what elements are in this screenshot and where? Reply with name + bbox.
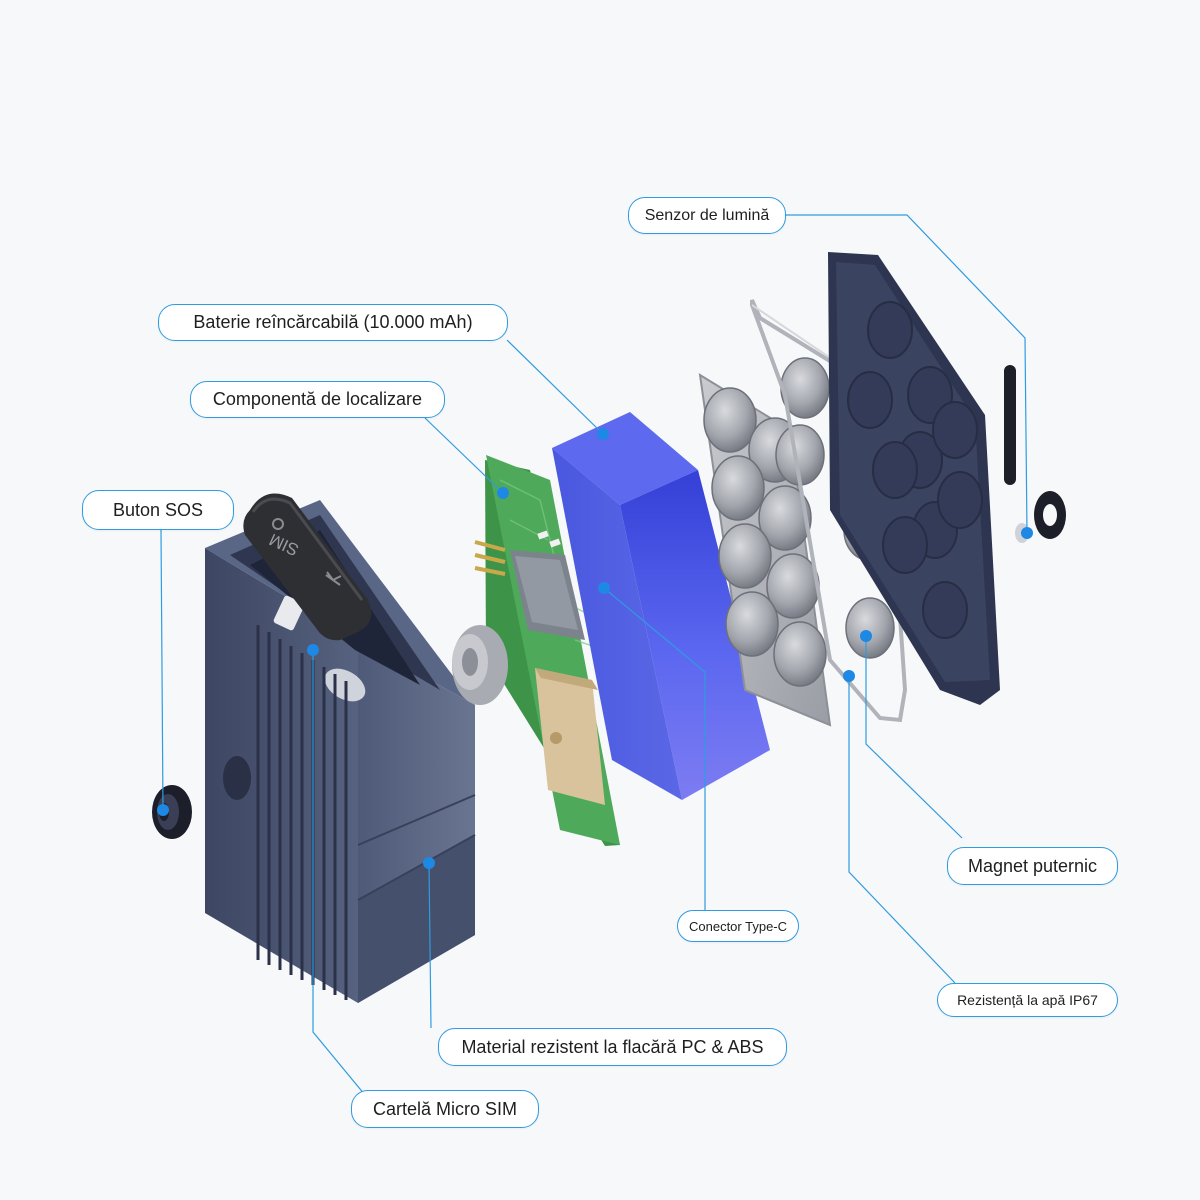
- back-cover-well: [872, 441, 918, 499]
- plate-magnet: [725, 591, 779, 657]
- battery: [552, 412, 770, 800]
- back-cover-well: [932, 401, 978, 459]
- dot-waterproof: [843, 670, 855, 682]
- dot-magnet: [860, 630, 872, 642]
- callout-positioning: Componentă de localizare: [190, 381, 445, 418]
- dot-sim: [307, 644, 319, 656]
- light-sensor-parts: [1004, 365, 1066, 543]
- dot-type-c: [598, 582, 610, 594]
- loose-magnet: [845, 597, 895, 659]
- leader-light-sensor: [786, 214, 1028, 534]
- plate-magnet: [773, 621, 827, 687]
- callout-magnet: Magnet puternic: [947, 847, 1118, 885]
- back-cover-wells: [847, 301, 983, 639]
- callout-type-c: Conector Type-C: [677, 910, 799, 942]
- back-cover-well: [882, 516, 928, 574]
- back-cover-well: [922, 581, 968, 639]
- leader-sim: [312, 650, 366, 1096]
- back-cover-well: [867, 301, 913, 359]
- callout-light-sensor: Senzor de lumină: [628, 197, 786, 234]
- back-cover-well: [937, 471, 983, 529]
- callout-sim-card: Cartelă Micro SIM: [351, 1090, 539, 1128]
- buzzer: [452, 625, 508, 705]
- dot-material: [423, 857, 435, 869]
- leader-positioning: [424, 417, 504, 494]
- leader-lines: [160, 214, 1028, 1096]
- sim-cover: SIM: [243, 493, 372, 641]
- leader-type-c: [603, 587, 706, 910]
- leader-magnet: [865, 636, 963, 839]
- callout-dots: [157, 428, 1033, 869]
- leader-sos: [160, 529, 164, 811]
- dot-light-sensor: [1021, 527, 1033, 539]
- callout-material: Material rezistent la flacără PC & ABS: [438, 1028, 787, 1066]
- dot-positioning: [497, 487, 509, 499]
- plate-magnet: [703, 387, 757, 453]
- leader-material: [428, 862, 432, 1029]
- plate-magnet: [758, 485, 812, 551]
- plate-magnet: [718, 523, 772, 589]
- callout-battery: Baterie reîncărcabilă (10.000 mAh): [158, 304, 508, 341]
- callout-waterproof: Rezistență la apă IP67: [937, 983, 1118, 1017]
- plate-magnet: [711, 455, 765, 521]
- leader-battery: [506, 339, 604, 435]
- back-cover-well: [847, 371, 893, 429]
- pcb: [474, 455, 620, 846]
- leader-waterproof: [848, 676, 956, 984]
- back-cover: [828, 252, 1000, 705]
- dot-battery: [597, 428, 609, 440]
- callout-sos-button: Buton SOS: [82, 490, 234, 530]
- dot-sos: [157, 804, 169, 816]
